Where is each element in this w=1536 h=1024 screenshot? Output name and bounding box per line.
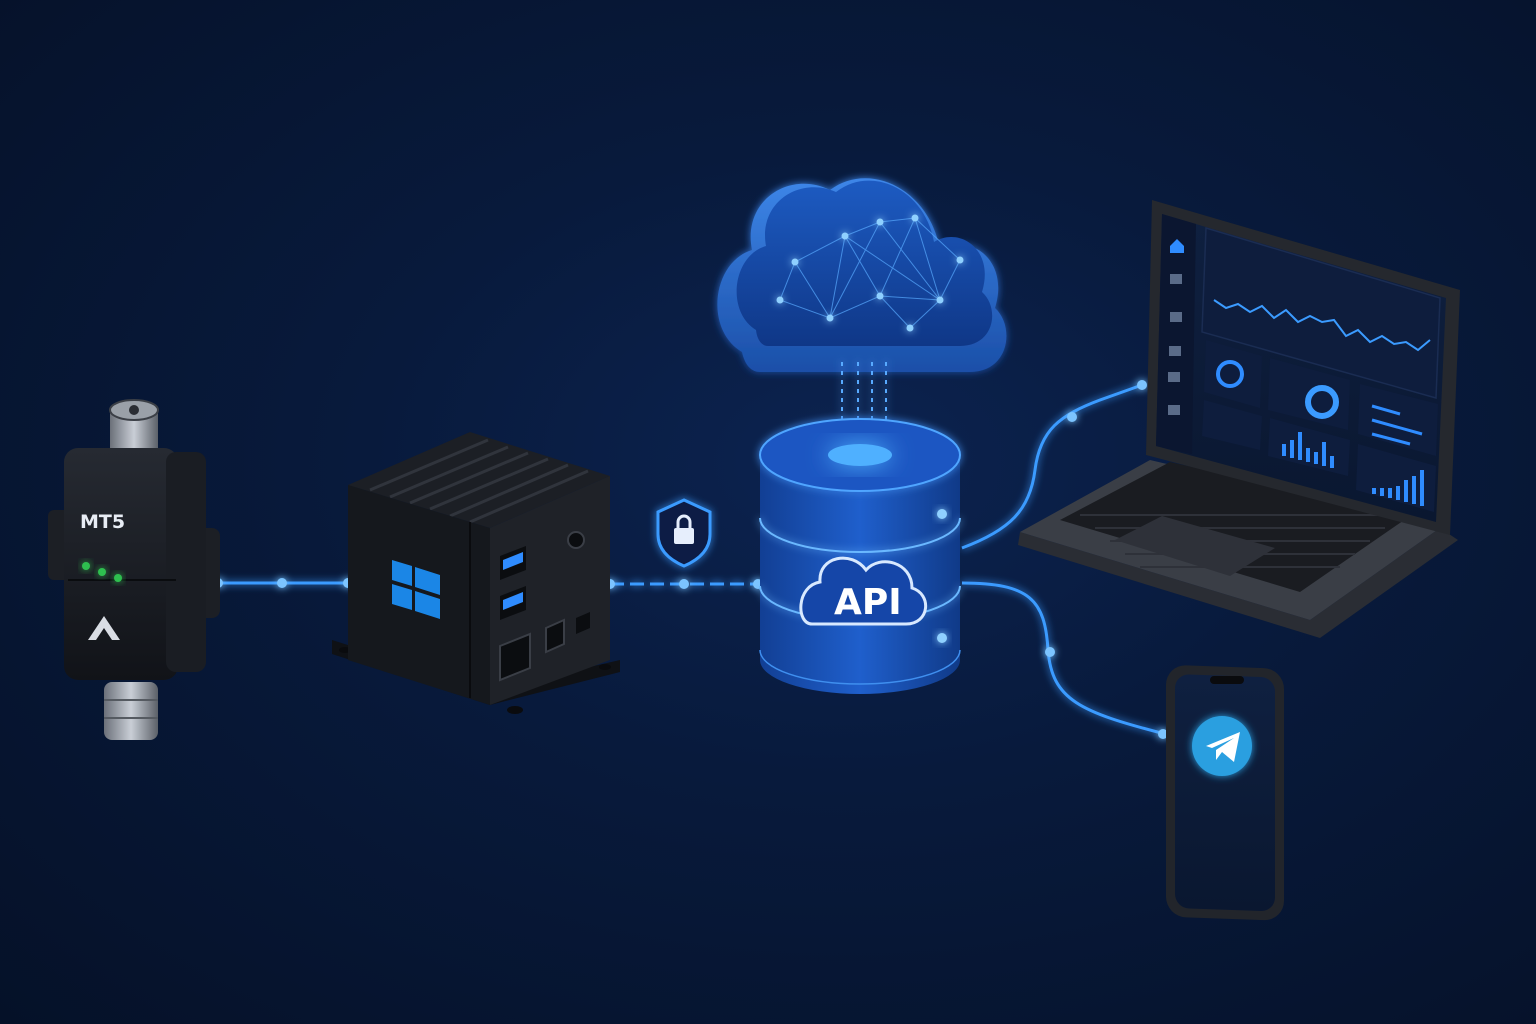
ethernet-port <box>499 632 531 682</box>
link-database-to-laptop <box>961 383 1143 550</box>
sensor-label: MT5 <box>80 511 125 533</box>
usb-ports <box>500 546 526 620</box>
phone-device <box>1166 665 1284 921</box>
cloud-network-icon <box>717 178 1007 372</box>
telegram-icon <box>1192 716 1252 776</box>
database-label: API <box>834 582 902 623</box>
api-cloud-badge <box>799 556 928 626</box>
laptop-line-chart <box>1213 299 1431 352</box>
laptop-dashboard-icon <box>1018 200 1460 638</box>
edge-pc-device <box>332 432 620 714</box>
link-database-to-phone <box>961 581 1166 736</box>
laptop-sidebar-icons <box>1168 239 1184 415</box>
database-cylinder-icon: API <box>759 418 961 694</box>
sensor-device-icon: MT5 <box>48 399 220 740</box>
shield-lock-icon <box>656 498 712 568</box>
windows-logo-icon <box>392 560 440 619</box>
brand-chevron-icon <box>88 616 120 640</box>
cloud-mesh <box>779 216 961 329</box>
